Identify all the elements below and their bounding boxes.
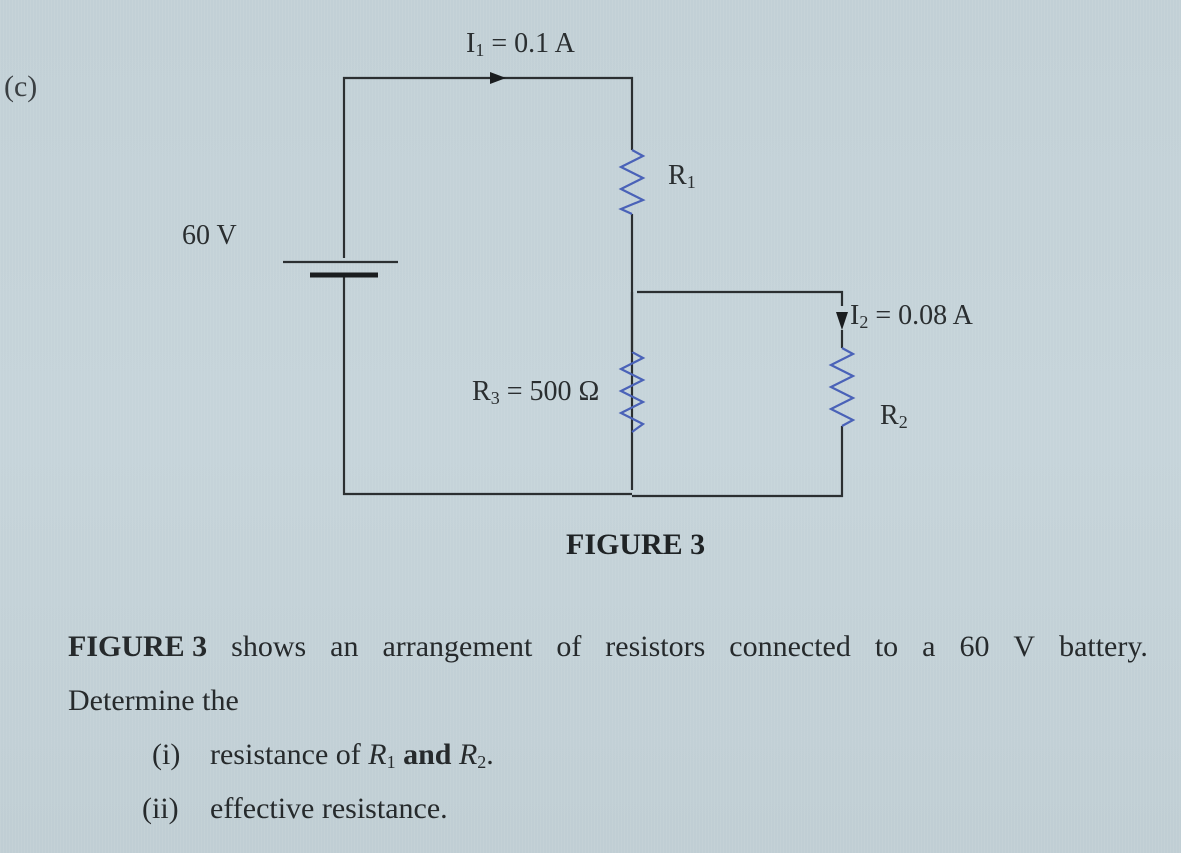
word: 60 xyxy=(959,630,990,663)
item-number: (ii) xyxy=(142,792,179,825)
r1-subscript: 1 xyxy=(686,172,696,192)
current-arrow-i2 xyxy=(836,312,848,330)
wire-r2-bottom xyxy=(632,426,844,498)
sub-question-ii: (ii) effective resistance. xyxy=(142,792,448,826)
i2-symbol: I xyxy=(850,300,860,331)
resistor-r1-label: R1 xyxy=(668,160,696,193)
i1-symbol: I xyxy=(466,28,476,59)
question-part-label: (c) xyxy=(4,70,38,103)
resistor-r3-label: R3 = 500 Ω xyxy=(472,376,599,409)
battery-symbol xyxy=(283,260,398,278)
resistor-r3 xyxy=(618,351,646,433)
word: V xyxy=(1013,630,1036,663)
current-arrow-i1 xyxy=(490,72,506,84)
item-end: . xyxy=(486,738,494,771)
wire-top xyxy=(342,76,634,258)
word: resistors xyxy=(605,630,706,663)
question-paragraph: FIGURE 3 shows an arrangement of resisto… xyxy=(68,630,1148,664)
word: shows xyxy=(231,630,307,663)
var-r1: R1 xyxy=(368,738,396,772)
wire-bottom-left xyxy=(342,276,632,496)
word: an xyxy=(330,630,359,663)
r3-symbol: R xyxy=(472,376,491,407)
i1-subscript: 1 xyxy=(475,40,485,60)
word: to xyxy=(874,630,899,663)
r2-subscript: 2 xyxy=(898,412,908,432)
resistor-r2-label: R2 xyxy=(880,400,908,433)
word: battery. xyxy=(1059,630,1148,663)
sub-question-i: (i) resistance of R1 and R2. xyxy=(152,738,494,773)
item-text: effective resistance. xyxy=(210,792,448,825)
word: a xyxy=(922,630,936,663)
wires xyxy=(342,76,844,498)
word: connected xyxy=(729,630,851,663)
current-i2-label: I2 = 0.08 A xyxy=(850,300,973,333)
r2-symbol: R xyxy=(880,400,899,431)
resistor-r1 xyxy=(618,149,646,216)
i2-subscript: 2 xyxy=(859,312,869,332)
conjunction: and xyxy=(403,738,452,771)
i2-value: = 0.08 A xyxy=(875,300,973,331)
battery-voltage-label: 60 V xyxy=(182,220,237,251)
r1-symbol: R xyxy=(668,160,687,191)
word: of xyxy=(556,630,582,663)
word: arrangement xyxy=(382,630,533,663)
wire-branch-top xyxy=(637,290,844,306)
item-number: (i) xyxy=(152,738,181,771)
figure-caption: FIGURE 3 xyxy=(566,528,706,561)
resistor-r2 xyxy=(828,347,856,427)
question-instruction: Determine the xyxy=(68,684,239,717)
r3-value: = 500 Ω xyxy=(506,376,600,407)
item-text: resistance of xyxy=(210,738,361,771)
r3-subscript: 3 xyxy=(490,388,500,408)
figure-reference: FIGURE 3 xyxy=(68,630,208,663)
i1-value: = 0.1 A xyxy=(491,28,575,59)
current-i1-label: I1 = 0.1 A xyxy=(466,28,575,61)
var-r2: R2 xyxy=(458,738,487,772)
